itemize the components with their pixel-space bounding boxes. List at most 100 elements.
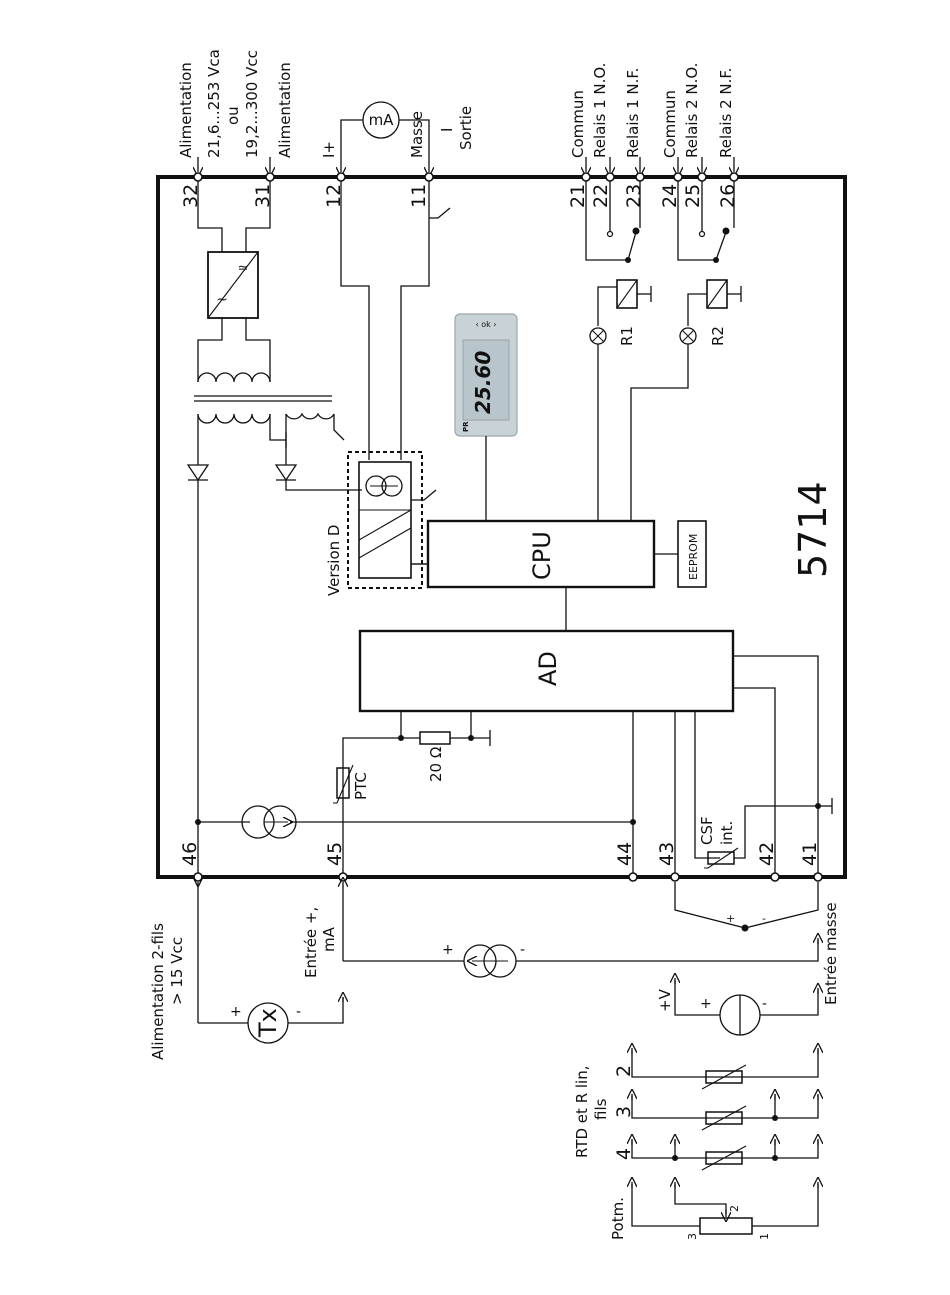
terminal-44: 44 bbox=[614, 842, 636, 866]
svg-text:+: + bbox=[230, 1004, 242, 1020]
top-leads bbox=[198, 157, 734, 172]
display-value: 25.60 bbox=[471, 351, 495, 414]
relay-1-label: R1 bbox=[618, 326, 636, 346]
label-wire-2: 2 bbox=[613, 1065, 635, 1077]
transformer-primary bbox=[197, 372, 271, 383]
label-ou: ou bbox=[224, 106, 242, 125]
eeprom-block bbox=[677, 520, 707, 588]
svg-text:+: + bbox=[700, 996, 712, 1012]
svg-text:+: + bbox=[442, 942, 454, 958]
svg-text:-: - bbox=[296, 1004, 301, 1020]
front-display: 25.60 PR ‹ ok › bbox=[454, 313, 518, 521]
label-relais1-nf: Relais 1 N.F. bbox=[624, 68, 642, 158]
terminal-25: 25 bbox=[682, 184, 704, 208]
cpu-block bbox=[426, 519, 656, 589]
relay-2-label: R2 bbox=[709, 326, 727, 346]
pot-pin-1: 1 bbox=[758, 1233, 771, 1240]
ma-meter-label: mA bbox=[369, 111, 395, 129]
terminal-32: 32 bbox=[180, 184, 202, 208]
version-d-label: Version D bbox=[325, 525, 343, 596]
label-wire-3: 3 bbox=[613, 1106, 635, 1118]
csf-label: CSF bbox=[698, 816, 716, 845]
svg-text:≃: ≃ bbox=[238, 261, 249, 276]
diode-1 bbox=[186, 464, 210, 482]
top-labels: Alimentation 21,6...253 Vca ou 19,2...30… bbox=[177, 49, 735, 158]
pot-pin-3: 3 bbox=[686, 1233, 699, 1240]
output-ma-meter: mA bbox=[340, 101, 430, 157]
terminal-22: 22 bbox=[590, 184, 612, 208]
label-alim-2fils: Alimentation 2-fils bbox=[149, 923, 167, 1060]
top-terminal-numbers: 32 31 12 11 21 22 23 24 25 26 bbox=[180, 184, 739, 208]
terminal-31: 31 bbox=[252, 184, 274, 208]
label-i-out: I bbox=[438, 128, 456, 132]
terminal-42: 42 bbox=[756, 842, 778, 866]
power-supply: ≃ ~ bbox=[186, 177, 362, 877]
label-sortie: Sortie bbox=[457, 106, 475, 150]
eeprom-label: EEPROM bbox=[687, 534, 700, 580]
label-rtd: RTD et R lin, bbox=[573, 1066, 591, 1159]
label-relais1-no: Relais 1 N.O. bbox=[591, 63, 609, 158]
external-wiring: + - Tx + - + - + - bbox=[198, 882, 818, 1044]
label-vca: 21,6...253 Vca bbox=[205, 49, 223, 158]
terminal-46: 46 bbox=[179, 842, 201, 866]
terminal-12: 12 bbox=[323, 184, 345, 208]
resistor-20-ohm bbox=[419, 731, 451, 745]
terminal-11: 11 bbox=[408, 184, 430, 208]
terminal-21: 21 bbox=[567, 184, 589, 208]
label-entree-ma: mA bbox=[320, 926, 338, 952]
label-plus-v: +V bbox=[656, 988, 674, 1012]
ptc-thermistor bbox=[336, 767, 350, 799]
label-commun-1: Commun bbox=[569, 90, 587, 158]
bottom-terminal-numbers: 46 45 44 43 42 41 bbox=[179, 842, 821, 866]
transformer-secondary-1 bbox=[197, 413, 271, 424]
terminal-23: 23 bbox=[623, 184, 645, 208]
label-potm: Potm. bbox=[609, 1197, 627, 1240]
cpu-label: CPU bbox=[528, 531, 556, 580]
terminal-24: 24 bbox=[659, 184, 681, 208]
display-brand: PR bbox=[462, 421, 470, 432]
svg-text:~: ~ bbox=[216, 292, 228, 308]
analog-output: Version D bbox=[325, 177, 451, 596]
input-circuit: PTC 20 Ω CSF int. bbox=[195, 655, 833, 877]
svg-text:-: - bbox=[520, 942, 525, 958]
ad-block bbox=[358, 629, 735, 713]
terminals bbox=[193, 172, 823, 882]
output-stage bbox=[358, 461, 412, 579]
terminal-45: 45 bbox=[324, 842, 346, 866]
resistor-label: 20 Ω bbox=[427, 747, 445, 782]
svg-text:‹ ok ›: ‹ ok › bbox=[475, 320, 496, 329]
transformer-secondary-2 bbox=[285, 412, 335, 420]
rtd-sensors bbox=[632, 1048, 818, 1235]
ad-label: AD bbox=[534, 651, 562, 686]
label-wire-4: 4 bbox=[613, 1148, 635, 1160]
label-entree-masse: Entrée masse bbox=[822, 902, 840, 1005]
diode-2 bbox=[274, 464, 298, 482]
label-alimentation-32: Alimentation bbox=[177, 62, 195, 158]
csf-int-label: int. bbox=[718, 821, 736, 845]
relays: R1 R2 bbox=[585, 177, 742, 521]
label-commun-2: Commun bbox=[661, 90, 679, 158]
label-fils: fils bbox=[592, 1098, 610, 1120]
processing-blocks: CPU EEPROM AD bbox=[358, 519, 735, 713]
version-d-box bbox=[347, 451, 423, 589]
terminal-43: 43 bbox=[656, 842, 678, 866]
svg-text:-: - bbox=[762, 912, 766, 925]
label-alimentation-31: Alimentation bbox=[276, 62, 294, 158]
acdc-converter bbox=[207, 251, 259, 319]
tx-label: Tx bbox=[254, 1008, 282, 1038]
label-vcc: 19,2...300 Vcc bbox=[243, 50, 261, 158]
label-gt15: > 15 Vcc bbox=[168, 937, 186, 1005]
ptc-label: PTC bbox=[352, 772, 370, 800]
svg-text:-: - bbox=[762, 996, 767, 1012]
potentiometer bbox=[699, 1217, 753, 1235]
label-relais2-nf: Relais 2 N.F. bbox=[717, 68, 735, 158]
pot-pin-2: 2 bbox=[728, 1205, 741, 1212]
label-entree-plus: Entrée +, bbox=[302, 907, 320, 978]
label-relais2-no: Relais 2 N.O. bbox=[683, 63, 701, 158]
bottom-labels: Alimentation 2-fils > 15 Vcc Entrée +, m… bbox=[149, 902, 840, 1240]
model-number: 5714 bbox=[791, 481, 835, 578]
terminal-26: 26 bbox=[717, 184, 739, 208]
svg-text:+: + bbox=[726, 912, 735, 925]
label-i-plus: I+ bbox=[320, 141, 338, 158]
